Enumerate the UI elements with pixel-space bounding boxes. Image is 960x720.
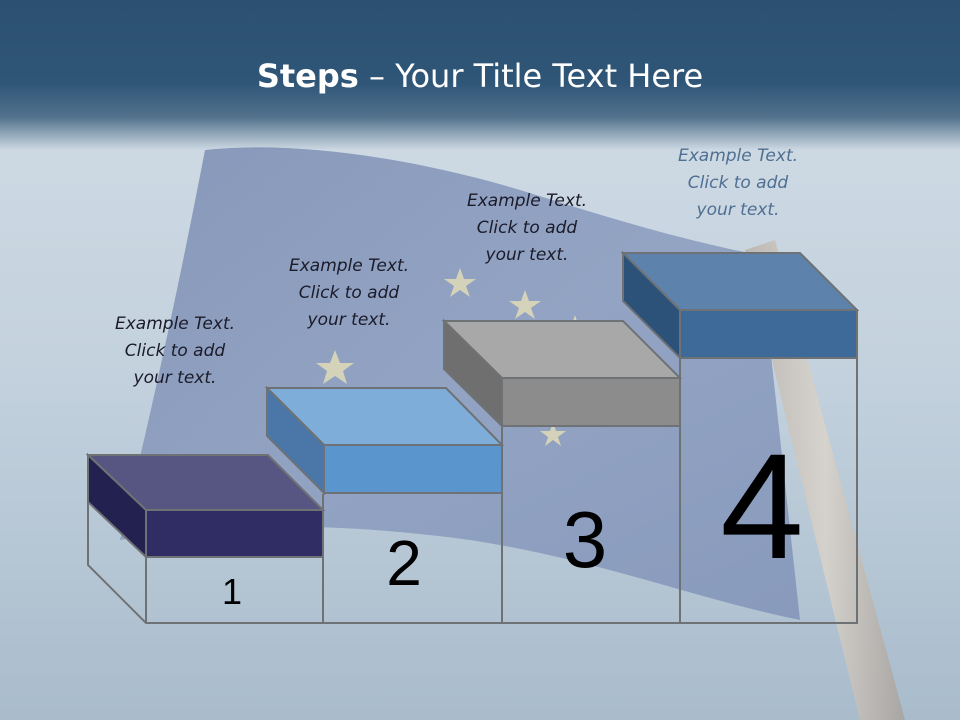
step-4-number: 4 bbox=[720, 422, 803, 590]
step-3-line2: Click to add bbox=[476, 218, 578, 238]
step-4-block[interactable] bbox=[620, 250, 860, 361]
step-1-text[interactable]: Example Text. Click to add your text. bbox=[85, 311, 265, 392]
step-3-number: 3 bbox=[563, 495, 608, 584]
step-3-line1: Example Text. bbox=[466, 191, 588, 211]
slide-title[interactable]: Steps – Your Title Text Here bbox=[0, 56, 960, 96]
step-3-text[interactable]: Example Text. Click to add your text. bbox=[437, 188, 617, 269]
step-1-block[interactable] bbox=[85, 452, 326, 560]
title-bar: Steps – Your Title Text Here bbox=[0, 0, 960, 150]
step-4-line1: Example Text. bbox=[677, 146, 799, 166]
step-2-block[interactable] bbox=[264, 385, 505, 496]
step-4-line2: Click to add bbox=[687, 173, 789, 193]
step-3-block[interactable] bbox=[441, 318, 683, 429]
step-4-line3: your text. bbox=[696, 200, 780, 220]
title-rest: – Your Title Text Here bbox=[358, 57, 704, 95]
step-3-line3: your text. bbox=[485, 245, 569, 265]
step-2-number: 2 bbox=[386, 527, 422, 599]
step-1-line3: your text. bbox=[133, 368, 217, 388]
step-2-line3: your text. bbox=[307, 310, 391, 330]
title-bold: Steps bbox=[256, 57, 359, 95]
step-1-line1: Example Text. bbox=[114, 314, 236, 334]
step-1-line2: Click to add bbox=[124, 341, 226, 361]
step-2-line1: Example Text. bbox=[288, 256, 410, 276]
step-2-line2: Click to add bbox=[298, 283, 400, 303]
step-4-text[interactable]: Example Text. Click to add your text. bbox=[648, 143, 828, 224]
step-1-number: 1 bbox=[222, 571, 242, 612]
step-2-text[interactable]: Example Text. Click to add your text. bbox=[259, 253, 439, 334]
